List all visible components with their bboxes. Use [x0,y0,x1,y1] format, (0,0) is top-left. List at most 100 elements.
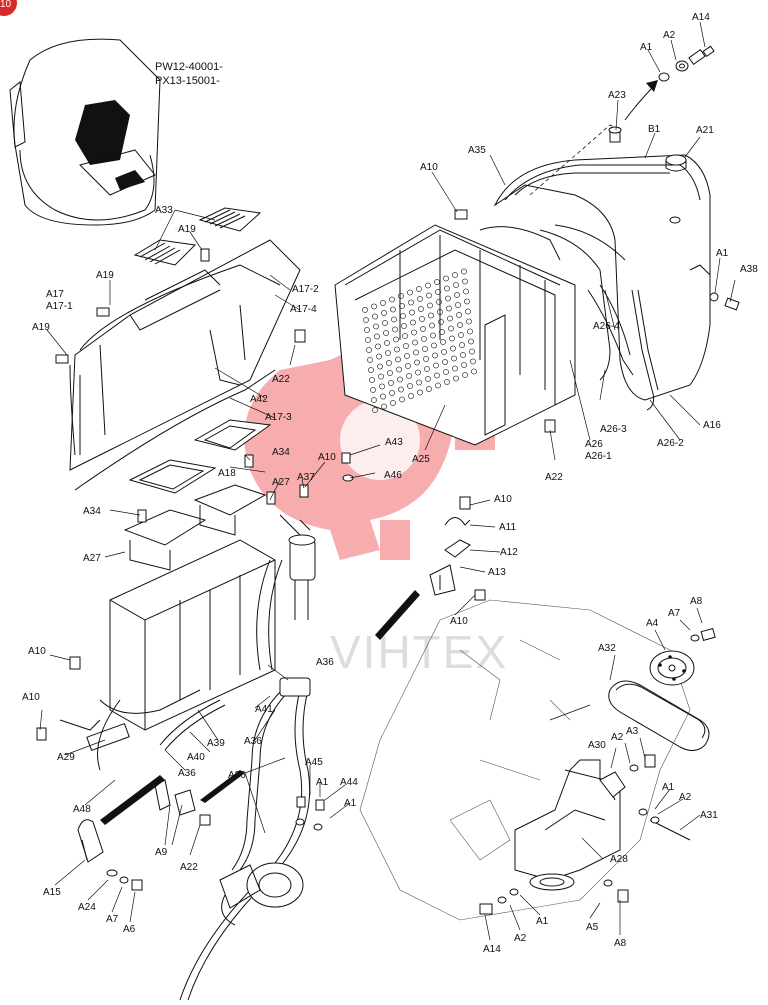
label-a2: A2 [679,792,692,803]
label-a28: A28 [610,854,628,865]
label-a2: A2 [514,933,527,944]
mesh-hole [434,279,440,285]
hardware-a1-a38 [709,292,740,311]
mesh-hole [447,315,453,322]
mesh-hole [443,275,449,282]
label-a26-4: A26-4 [593,321,620,332]
clamp-a9 [154,779,196,816]
label-a37: A37 [297,472,315,483]
label-a19: A19 [96,270,114,281]
mesh-hole [417,389,423,396]
mesh-hole [399,303,405,309]
mesh-hole [379,383,385,390]
mesh-hole [390,400,396,406]
label-a2: A2 [611,732,624,743]
mesh-hole [389,390,395,396]
cab-panel-a17 [69,239,301,491]
duct-seal-a18 [128,419,272,494]
label-a39: A39 [207,738,225,749]
mesh-hole [471,368,477,375]
label-a5: A5 [586,922,599,933]
label-a48: A48 [73,804,91,815]
engine-outline [359,599,691,921]
label-a34: A34 [83,506,101,517]
label-a12: A12 [500,547,518,558]
mesh-hole [425,282,431,289]
label-a10: A10 [318,452,336,463]
mesh-hole [455,302,461,308]
mesh-hole [451,355,457,362]
mesh-hole [444,379,450,385]
mesh-hole [428,312,434,319]
label-a23: A23 [608,90,626,101]
mesh-hole [367,357,373,363]
bolt-a23 [608,126,622,143]
mesh-hole [416,379,422,386]
label-a41: A41 [255,704,273,715]
mesh-hole [453,282,459,288]
mesh-hole [388,380,394,386]
mesh-hole [362,307,368,313]
mesh-hole [402,333,408,339]
mesh-hole [400,313,406,319]
mesh-hole [454,292,460,298]
label-a26-3: A26-3 [600,424,627,435]
pulley-a4 [649,650,695,686]
mesh-hole [363,317,369,323]
cover-b1 [479,154,711,411]
label-a36: A36 [228,770,246,781]
mesh-hole [364,327,370,333]
mesh-hole [397,376,403,383]
evaporator-unit-a27 [59,484,276,771]
mesh-hole [378,373,384,380]
mesh-hole [423,356,429,362]
mesh-hole [404,353,410,359]
label-a14: A14 [483,944,501,955]
mesh-hole [408,393,414,399]
mesh-hole [427,302,433,309]
compressor-bracket-a28 [514,759,626,891]
mesh-hole [440,339,446,345]
mesh-hole [407,289,413,296]
mesh-hole [468,338,474,345]
mesh-hole [470,358,476,365]
assembly-pointer-arrows [100,590,420,825]
mesh-hole [421,336,427,342]
mesh-hole [386,360,392,366]
mesh-hole [429,322,435,329]
serial-range-1: PW12-40001- [155,61,223,73]
mesh-hole [432,352,438,359]
label-a42: A42 [250,394,268,405]
mesh-hole [442,359,448,365]
mesh-hole [452,365,458,372]
mesh-hole [387,370,393,376]
label-a14: A14 [692,12,710,23]
mesh-hole [415,369,421,376]
label-a19: A19 [32,322,50,333]
label-a8: A8 [614,938,627,949]
mesh-hole [371,303,377,310]
label-a11: A11 [499,522,516,533]
label-a16: A16 [703,420,721,431]
label-a43: A43 [385,437,403,448]
mesh-hole [373,323,379,330]
callout-labels: A14 A2 A1 A23 B1 A21 A35 A10 A1 A38 A33 … [22,12,758,955]
mesh-hole [366,347,372,353]
label-a36: A36 [244,736,262,747]
mesh-hole [380,300,386,306]
mesh-hole [390,306,396,313]
mesh-hole [384,340,390,346]
label-a22: A22 [545,472,563,483]
louvre-a33 [133,207,262,266]
mesh-hole [418,306,424,312]
mesh-hole [425,376,431,382]
label-a30: A30 [588,740,606,751]
mesh-hole [375,343,381,350]
mesh-hole [383,330,389,336]
mesh-hole [392,326,398,333]
mesh-hole [371,397,377,403]
label-a17-1: A17-1 [46,301,73,312]
mesh-hole [409,309,415,316]
page-badge-number: 10 [0,0,12,10]
